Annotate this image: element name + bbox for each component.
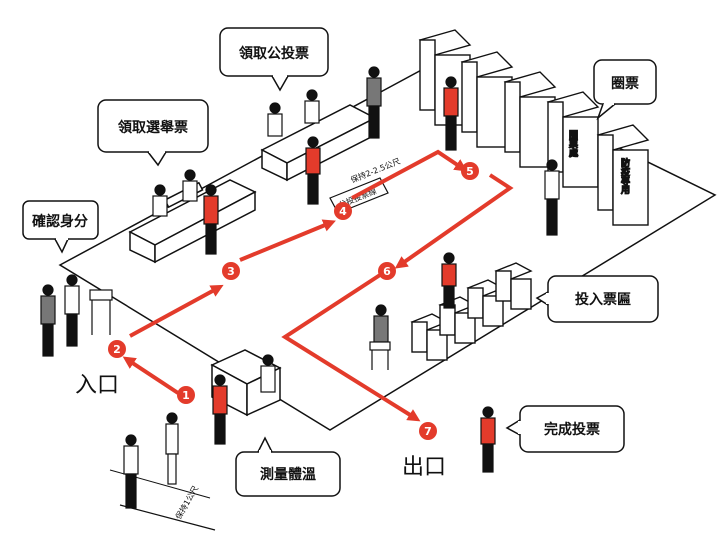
label-referendum-ballot: 領取公投票 xyxy=(219,27,329,92)
person-booth-staff xyxy=(544,159,560,236)
step-marker-3: 3 xyxy=(222,262,240,280)
person-exit xyxy=(480,406,496,473)
person-referendum-staff-2 xyxy=(304,89,320,124)
label-confirm-identity: 確認身分 xyxy=(22,200,99,254)
step-marker-2: 2 xyxy=(108,340,126,358)
person-election-staff-1 xyxy=(152,184,168,217)
person-entry-queue-1 xyxy=(123,434,139,509)
svg-text:圈票: 圈票 xyxy=(611,76,639,92)
route-arrow-5 xyxy=(394,173,514,269)
exit-label: 出口 xyxy=(402,455,446,480)
svg-text:7: 7 xyxy=(424,425,432,438)
ballot-box-2 xyxy=(438,296,477,344)
step-marker-6: 6 xyxy=(378,262,396,280)
voting-booths: 圈票處 防疫專用 xyxy=(418,29,650,226)
id-check-stand xyxy=(89,289,113,335)
people xyxy=(40,66,560,509)
route-arrow-1 xyxy=(122,356,180,395)
person-election-staff-2 xyxy=(182,169,198,202)
route-arrow-3 xyxy=(239,219,336,262)
booth-4: 圈票處 xyxy=(546,91,600,188)
step-marker-7: 7 xyxy=(419,422,437,440)
label-election-ballot: 領取選舉票 xyxy=(97,99,209,167)
route-arrow-4 xyxy=(351,149,468,200)
booth-sign-b: 防疫專用 xyxy=(619,157,630,195)
person-box-voter xyxy=(441,252,457,309)
booth-sign-a: 圈票處 xyxy=(567,130,578,158)
svg-text:測量體溫: 測量體溫 xyxy=(260,466,316,483)
person-temperature-staff xyxy=(260,354,276,393)
label-measure-temperature: 測量體溫 xyxy=(235,436,341,497)
svg-text:完成投票: 完成投票 xyxy=(544,421,600,438)
ballot-box-3 xyxy=(466,279,505,327)
label-cast-ballot: 投入票匾 xyxy=(535,275,659,323)
svg-text:投入票匾: 投入票匾 xyxy=(575,292,631,308)
person-referendum-staff-1 xyxy=(267,102,283,137)
step-markers: 1 2 3 4 5 6 7 xyxy=(108,162,479,440)
step-marker-4: 4 xyxy=(334,202,352,220)
person-id-staff-1 xyxy=(40,284,56,357)
person-referendum-supervisor xyxy=(366,66,382,139)
svg-text:領取選舉票: 領取選舉票 xyxy=(118,119,188,136)
svg-text:領取公投票: 領取公投票 xyxy=(239,45,309,62)
route-arrow-6 xyxy=(281,273,421,422)
person-box-staff xyxy=(369,304,391,370)
svg-text:3: 3 xyxy=(227,265,235,278)
person-referendum-voter xyxy=(305,136,321,205)
label-complete-voting: 完成投票 xyxy=(505,405,625,453)
person-temperature-voter xyxy=(212,374,228,445)
step-marker-5: 5 xyxy=(461,162,479,180)
ballot-box-4 xyxy=(494,262,533,310)
keep-distance-entry-text: 保持1公尺 xyxy=(173,484,200,521)
entrance-label: 入口 xyxy=(75,373,119,398)
booth-5: 防疫專用 xyxy=(596,124,650,226)
svg-text:5: 5 xyxy=(466,165,474,178)
person-entry-queue-2 xyxy=(165,412,179,485)
person-id-staff-2 xyxy=(64,274,80,347)
ballot-boxes xyxy=(410,262,533,361)
svg-text:1: 1 xyxy=(182,389,190,402)
label-mark-ballot: 圈票 xyxy=(593,59,657,121)
route-arrow-2 xyxy=(129,284,224,338)
svg-text:6: 6 xyxy=(383,265,391,278)
step-marker-1: 1 xyxy=(177,386,195,404)
ballot-box-1 xyxy=(410,313,449,361)
svg-text:4: 4 xyxy=(339,205,347,218)
person-booth-voter xyxy=(443,76,459,151)
person-election-voter xyxy=(203,184,219,255)
svg-text:2: 2 xyxy=(113,343,121,356)
voting-route xyxy=(122,149,514,422)
svg-text:確認身分: 確認身分 xyxy=(32,213,88,230)
